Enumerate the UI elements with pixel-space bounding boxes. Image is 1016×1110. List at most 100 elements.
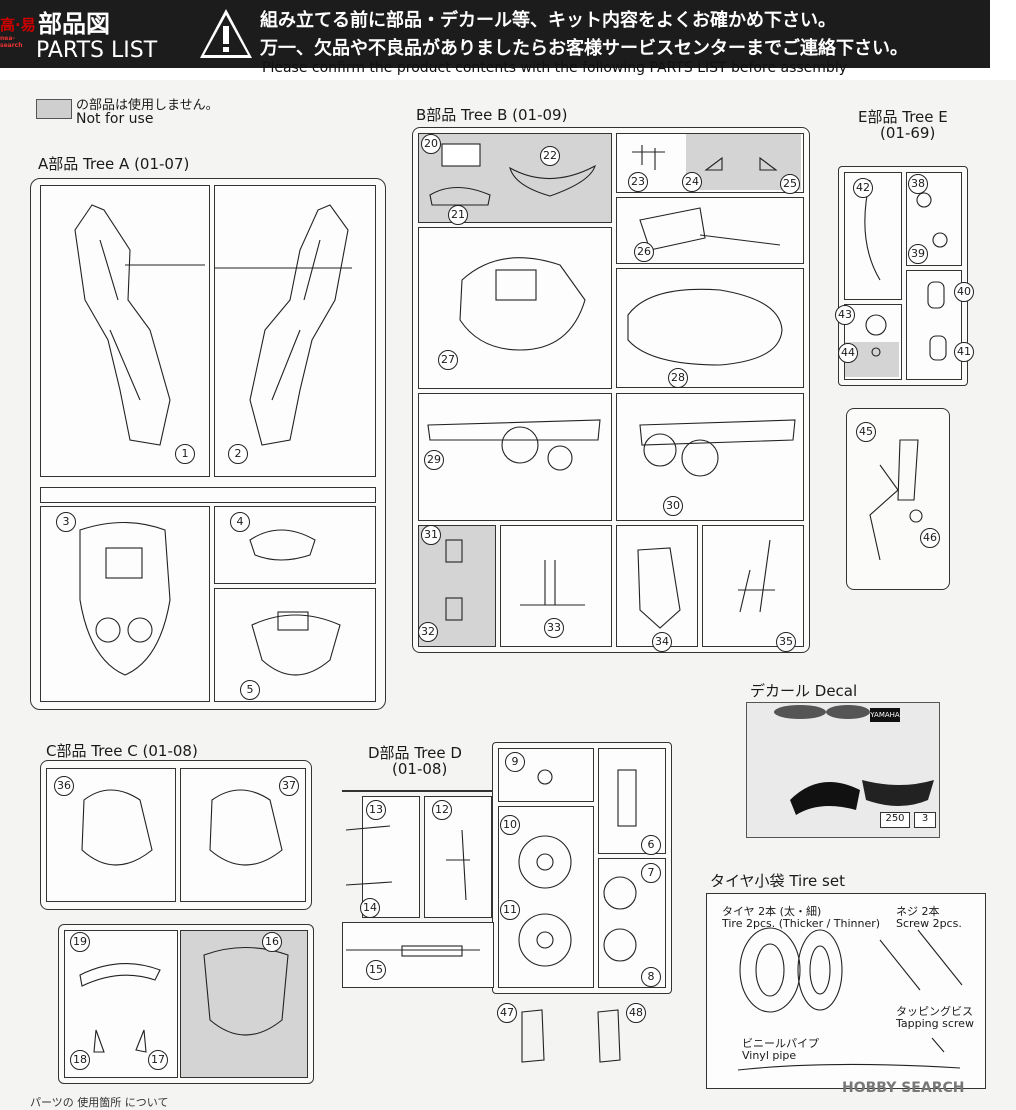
part-number-2: 2 xyxy=(228,444,248,464)
part-drawing-32 xyxy=(445,597,463,621)
part-drawing-18 xyxy=(93,1029,105,1053)
part-drawing-27 xyxy=(459,257,586,351)
part-number-3: 3 xyxy=(56,512,76,532)
part-drawing-31 xyxy=(445,539,463,563)
part-number-44: 44 xyxy=(838,343,858,363)
tree-a-runner xyxy=(40,487,376,503)
part-cell-30 xyxy=(616,393,804,521)
watermark: HOBBY SEARCH xyxy=(842,1080,965,1096)
part-drawing-4 xyxy=(249,529,316,561)
part-number-5: 5 xyxy=(240,680,260,700)
vinyl-pipe-drawing xyxy=(737,1063,961,1071)
decal-number-1: 250 xyxy=(880,812,910,828)
screw-drawing xyxy=(879,929,963,991)
part-drawing-46 xyxy=(909,509,923,523)
warning-line-2: 万一、欠品や不良品がありましたらお客様サービスセンターまでご連絡下さい。 xyxy=(260,38,908,59)
part-drawing-34 xyxy=(637,547,681,629)
part-drawing-12 xyxy=(446,829,470,901)
part-number-35: 35 xyxy=(776,632,796,652)
not-for-use-jp: の部品は使用しません。 xyxy=(76,98,219,113)
part-number-38: 38 xyxy=(908,174,928,194)
warning-block: 組み立てる前に部品・デカール等、キット内容をよくお確かめ下さい。 万一、欠品や不… xyxy=(190,0,990,68)
part-drawing-13 xyxy=(345,825,391,831)
part-cell-29 xyxy=(418,393,612,521)
part-number-9: 9 xyxy=(505,752,525,772)
part-number-16: 16 xyxy=(262,932,282,952)
tire-set-title: タイヤ小袋 Tire set xyxy=(710,872,845,890)
part-number-48: 48 xyxy=(626,1003,646,1023)
part-number-47: 47 xyxy=(497,1003,517,1023)
part-number-23: 23 xyxy=(628,172,648,192)
part-drawing-14 xyxy=(345,881,393,886)
tree-d-runner-top xyxy=(342,790,492,792)
tree-d-range: (01-08) xyxy=(392,760,448,778)
part-drawing-44 xyxy=(871,347,881,357)
part-number-21: 21 xyxy=(448,205,468,225)
part-number-45: 45 xyxy=(856,422,876,442)
part-cell-15 xyxy=(342,922,494,988)
part-drawing-16 xyxy=(203,946,289,1036)
tree-b-title: B部品 Tree B (01-09) xyxy=(416,106,568,124)
tree-d-title: D部品 Tree D xyxy=(368,744,462,762)
part-cell-34 xyxy=(616,525,698,647)
part-number-22: 22 xyxy=(540,146,560,166)
tire-label-jp: タイヤ 2本 (太・細) xyxy=(722,905,822,918)
tapping-screw-drawing xyxy=(931,1037,945,1053)
decal-number-2: 3 xyxy=(914,812,936,828)
vinyl-label-en: Vinyl pipe xyxy=(742,1049,797,1062)
screw-label-en: Screw 2pcs. xyxy=(896,917,962,930)
tree-e-title: E部品 Tree E xyxy=(858,108,948,126)
part-drawing-41 xyxy=(929,335,947,361)
decal-title: デカール Decal xyxy=(750,682,858,700)
logo-text: 高·易 xyxy=(0,16,36,34)
part-number-13: 13 xyxy=(366,800,386,820)
part-drawing-10 xyxy=(518,835,572,889)
part-drawing-22 xyxy=(509,164,596,197)
part-number-8: 8 xyxy=(641,967,661,987)
part-drawing-1 xyxy=(74,204,171,446)
part-drawing-20 xyxy=(441,143,481,167)
footer-fragment: パーツの 使用箇所 について xyxy=(30,1096,169,1109)
part-drawing-29 xyxy=(427,419,601,441)
part-number-40: 40 xyxy=(954,282,974,302)
part-drawing-36 xyxy=(81,789,153,866)
part-number-15: 15 xyxy=(366,960,386,980)
tapping-label-jp: タッピングビス xyxy=(896,1005,973,1018)
site-logo: 高·易 nea-search xyxy=(0,8,36,64)
part-drawing-17 xyxy=(135,1029,147,1053)
part-number-20: 20 xyxy=(421,134,441,154)
part-drawing-40 xyxy=(927,281,945,309)
part-number-42: 42 xyxy=(853,178,873,198)
part-number-28: 28 xyxy=(668,368,688,388)
part-number-37: 37 xyxy=(279,776,299,796)
part-number-26: 26 xyxy=(634,242,654,262)
part-cell-3 xyxy=(40,506,210,702)
part-number-39: 39 xyxy=(908,244,928,264)
part-drawing-47 xyxy=(521,1009,545,1063)
warning-icon xyxy=(200,9,252,58)
parts-list-title-block: 部品図 PARTS LIST xyxy=(0,0,190,68)
part-drawing-3 xyxy=(79,521,171,676)
part-cell-1 xyxy=(40,185,210,477)
part-drawing-2 xyxy=(249,204,349,446)
part-drawing-23 xyxy=(632,145,665,170)
part-number-43: 43 xyxy=(835,305,855,325)
part-drawing-28 xyxy=(627,288,783,366)
tire-thin-drawing xyxy=(797,929,843,1011)
title-en: PARTS LIST xyxy=(36,38,158,63)
part-number-27: 27 xyxy=(438,350,458,370)
tree-e-range: (01-69) xyxy=(880,124,936,142)
tree-a-title: A部品 Tree A (01-07) xyxy=(38,155,190,173)
confirm-text: Please confirm the product contents with… xyxy=(262,60,847,76)
part-number-33: 33 xyxy=(544,618,564,638)
part-number-30: 30 xyxy=(663,496,683,516)
part-number-18: 18 xyxy=(70,1050,90,1070)
decal-sheet xyxy=(746,702,940,838)
part-drawing-38 xyxy=(916,192,932,208)
part-drawing-25 xyxy=(759,156,778,171)
part-number-17: 17 xyxy=(148,1050,168,1070)
logo-sub: nea-search xyxy=(0,35,23,49)
part-drawing-39 xyxy=(932,232,948,248)
vinyl-label-jp: ビニールパイプ xyxy=(742,1037,819,1050)
